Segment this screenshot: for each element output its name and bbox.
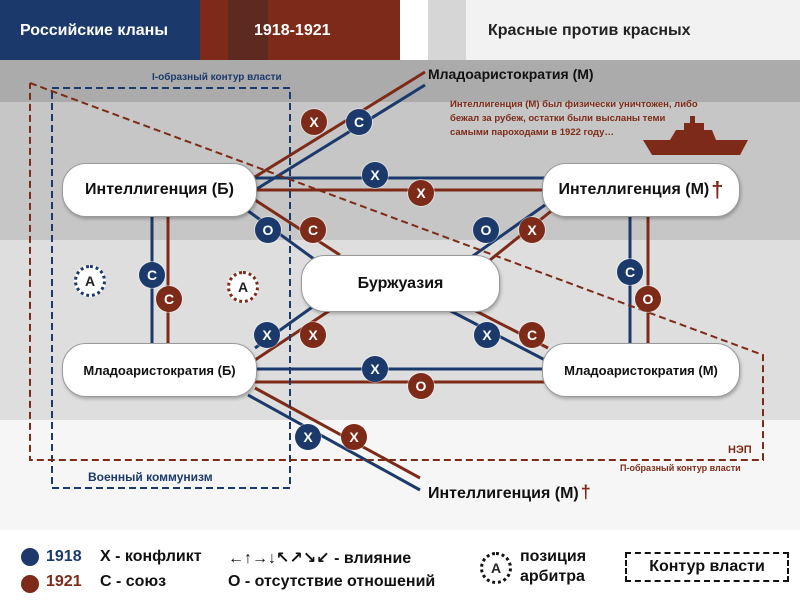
legend-influence: ←↑→↓↖↗↘↙ - влияние bbox=[228, 550, 412, 567]
cross-icon: † bbox=[580, 482, 591, 502]
badge-conflict-1918: Х bbox=[254, 322, 280, 348]
p-shaped-contour bbox=[29, 82, 764, 461]
p-shaped-contour-label: П-образный контур власти bbox=[620, 463, 741, 473]
line-1921-young-b-to-intel-m-bottom bbox=[254, 386, 421, 480]
node-intel-b[interactable]: Интеллигенция (Б) bbox=[62, 163, 257, 217]
legend-arbiter-icon: А bbox=[480, 552, 512, 584]
band-white bbox=[0, 420, 800, 530]
emigration-note: Интеллигенция (М) был физически уничтоже… bbox=[450, 99, 698, 138]
badge-no-relation-1918: О bbox=[255, 217, 281, 243]
badge-conflict-1918: Х bbox=[362, 162, 388, 188]
header-subtitle-block: Красные против красных bbox=[466, 0, 800, 60]
header-stripe-2 bbox=[228, 0, 268, 60]
young-m-top-text: Младоаристократия (М) bbox=[428, 66, 594, 82]
node-bourgeoisie-label: Буржуазия bbox=[357, 274, 444, 292]
badge-conflict-1918: Х bbox=[362, 356, 388, 382]
legend-power-contour-label: Контур власти bbox=[649, 558, 765, 575]
legend-1918-dot bbox=[21, 548, 39, 566]
line-1918-intel-b-to-young-m-top bbox=[254, 83, 426, 192]
intel-m-bottom-text: Интеллигенция (М) bbox=[428, 485, 579, 502]
badge-union-1918: С bbox=[617, 259, 643, 285]
line-1921-intel-b-to-young-m-top bbox=[249, 70, 426, 182]
node-intel-b-label: Интеллигенция (Б) bbox=[85, 181, 234, 198]
node-young-b-label: Младоаристократия (Б) bbox=[83, 362, 236, 378]
nep-label: НЭП bbox=[728, 444, 752, 456]
legend-no-relation: О - отсутствие отношений bbox=[228, 573, 436, 590]
legend-1918-label: 1918 bbox=[46, 548, 82, 565]
badge-no-relation-1921: О bbox=[408, 373, 434, 399]
node-young-m-label: Младоаристократия (М) bbox=[564, 362, 718, 378]
badge-no-relation-1918: О bbox=[473, 217, 499, 243]
header-subtitle: Красные против красных bbox=[488, 22, 691, 39]
badge-conflict-1918: Х bbox=[295, 424, 321, 450]
badge-union-1918: С bbox=[346, 109, 372, 135]
legend-power-contour: Контур власти bbox=[625, 552, 789, 582]
header-gap bbox=[400, 0, 428, 60]
badge-conflict-1921: Х bbox=[519, 217, 545, 243]
line-1918-intel-m-bourgeoisie bbox=[469, 203, 546, 260]
node-young-b[interactable]: Младоаристократия (Б) bbox=[62, 343, 257, 397]
header-grey-stripe bbox=[428, 0, 466, 60]
young-m-top-label: Младоаристократия (М) bbox=[428, 66, 594, 82]
line-1921-intel-b-bourgeoisie bbox=[254, 198, 341, 257]
header-title-block: Российские кланы bbox=[0, 0, 200, 60]
cross-icon: † bbox=[711, 177, 724, 202]
legend-arbiter-line1: позиция bbox=[520, 548, 587, 565]
line-1918-young-b-to-intel-m-bottom bbox=[247, 393, 421, 492]
badge-union-1921: С bbox=[519, 322, 545, 348]
arbiter-position-1918: А bbox=[74, 265, 106, 297]
ship-icon bbox=[643, 116, 748, 155]
legend-1921-dot bbox=[21, 575, 39, 593]
war-communism-label: Военный коммунизм bbox=[88, 470, 213, 484]
badge-conflict-1921: Х bbox=[341, 424, 367, 450]
badge-conflict-1918: Х bbox=[474, 322, 500, 348]
badge-union-1921: С bbox=[156, 286, 182, 312]
intel-m-bottom-label: Интеллигенция (М)† bbox=[428, 482, 591, 503]
i-shaped-contour-label: I-образный контур власти bbox=[152, 72, 282, 83]
header-stripe-1 bbox=[200, 0, 228, 60]
arbiter-position-1921: А bbox=[227, 271, 259, 303]
badge-conflict-1921: Х bbox=[300, 322, 326, 348]
legend-arbiter-line2: арбитра bbox=[520, 568, 585, 585]
badge-conflict-1921: Х bbox=[301, 109, 327, 135]
badge-union-1921: С bbox=[300, 217, 326, 243]
line-1921-bourgeoisie-young-b bbox=[254, 303, 339, 362]
legend-conflict: Х - конфликт bbox=[100, 548, 202, 565]
badge-conflict-1921: Х bbox=[408, 180, 434, 206]
legend-1921-label: 1921 bbox=[46, 573, 82, 590]
node-intel-m-label: Интеллигенция (М) bbox=[558, 181, 710, 198]
header-years: 1918-1921 bbox=[254, 22, 331, 39]
node-bourgeoisie[interactable]: Буржуазия bbox=[301, 255, 500, 312]
header-title: Российские кланы bbox=[20, 22, 168, 39]
legend-union: С - союз bbox=[100, 573, 167, 590]
badge-no-relation-1921: О bbox=[635, 286, 661, 312]
badge-union-1918: С bbox=[139, 262, 165, 288]
node-young-m[interactable]: Младоаристократия (М) bbox=[542, 343, 740, 397]
band-dark bbox=[0, 60, 800, 102]
header-years-block: 1918-1921 bbox=[254, 0, 400, 60]
node-intel-m[interactable]: Интеллигенция (М)† bbox=[542, 163, 740, 217]
